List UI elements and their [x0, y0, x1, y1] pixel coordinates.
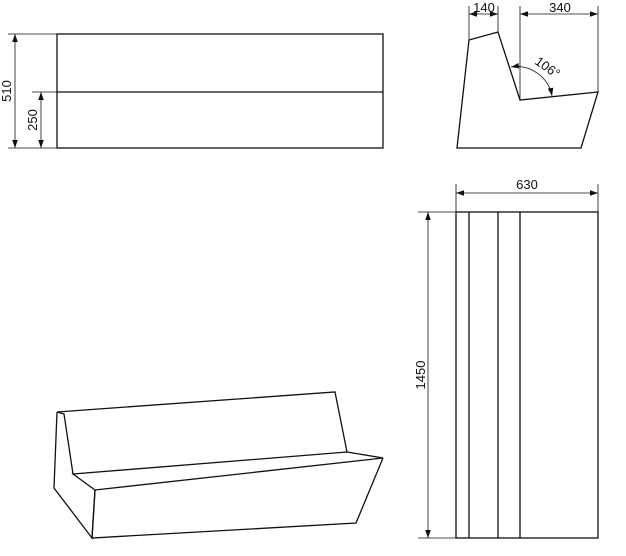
- dim-label-250: 250: [25, 109, 40, 131]
- backrest-left-edge: [56, 411, 74, 475]
- plan-view: 630 1450: [413, 177, 599, 539]
- front-outline: [56, 33, 384, 149]
- dim-label-630: 630: [516, 177, 538, 192]
- side-view: 140 340 106°: [456, 0, 599, 149]
- dim-label-340: 340: [549, 0, 571, 15]
- seat-top: [71, 451, 384, 491]
- angle-label-106: 106°: [532, 53, 563, 81]
- plan-outline: [455, 211, 599, 539]
- side-profile: [456, 31, 599, 149]
- backrest-top: [56, 391, 348, 453]
- perspective-view: [53, 391, 384, 540]
- dim-label-510: 510: [0, 80, 14, 102]
- angle-arc-106: [510, 62, 554, 97]
- seat-front: [91, 457, 384, 539]
- dim-label-140: 140: [473, 0, 495, 15]
- dim-label-1450: 1450: [413, 361, 428, 390]
- front-view: 510 250: [0, 33, 384, 149]
